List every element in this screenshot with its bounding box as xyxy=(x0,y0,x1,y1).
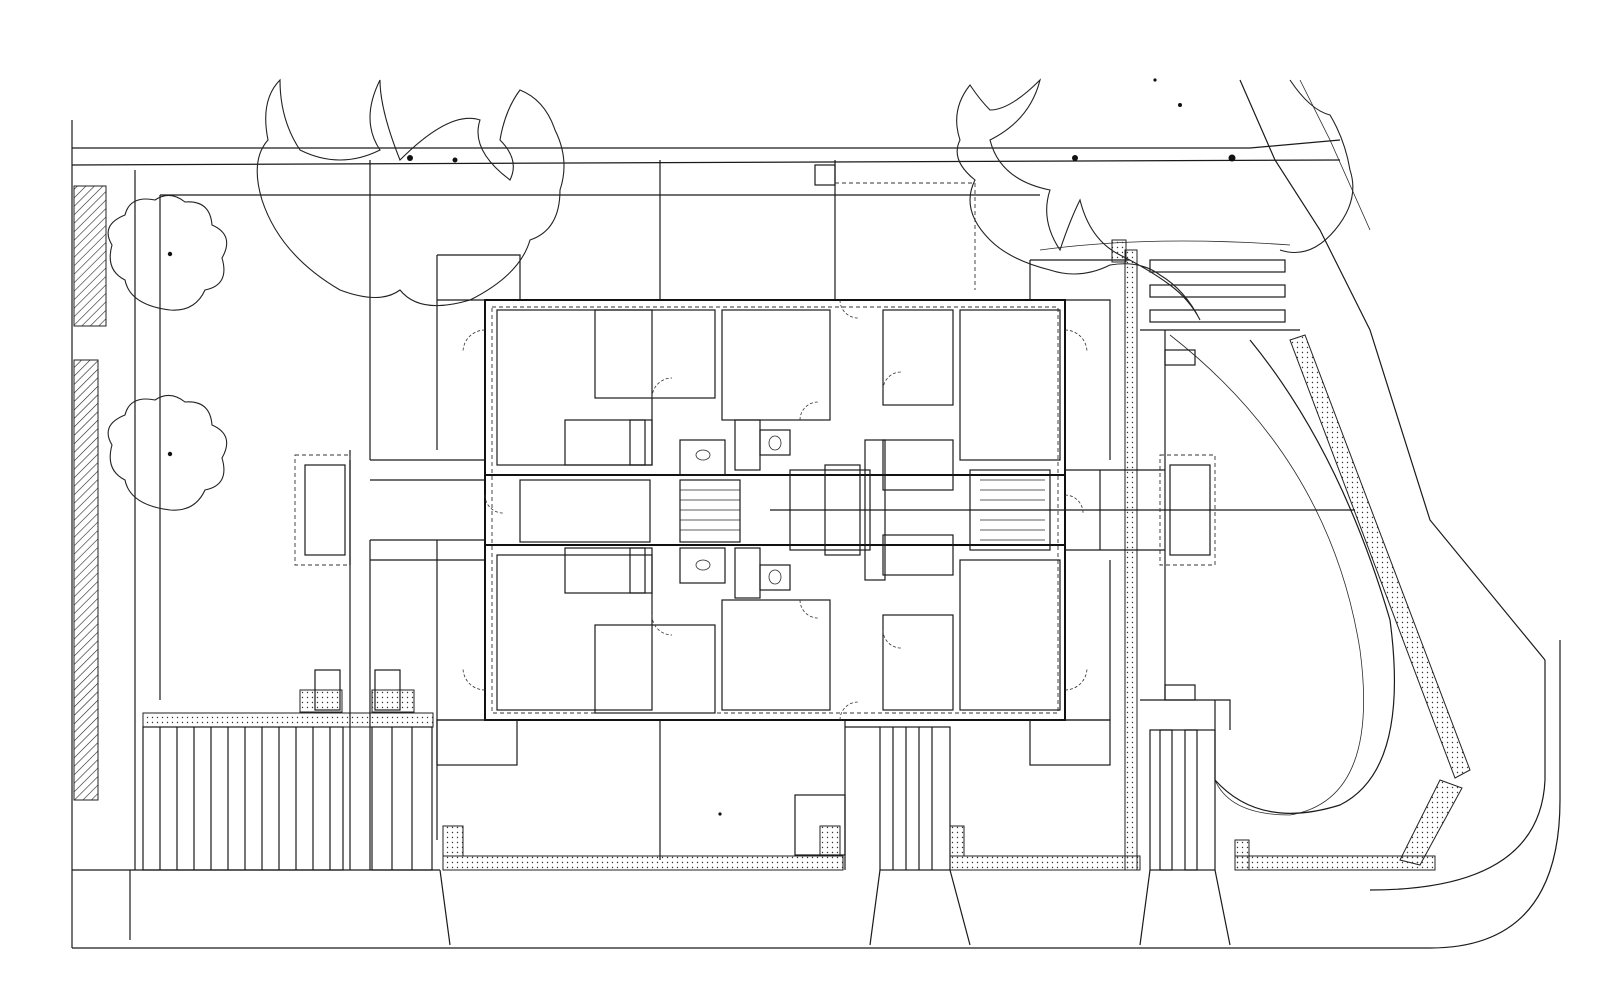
parking-stalls-middle xyxy=(845,726,951,871)
tree-upper-left xyxy=(107,194,228,311)
tree-right-corner xyxy=(1279,79,1354,254)
hatched-strip-upper xyxy=(73,185,107,327)
tree-lower-left xyxy=(107,394,228,511)
paving-strips xyxy=(142,239,1471,871)
tree-right-top xyxy=(956,78,1236,321)
parking-stalls-left xyxy=(142,726,433,871)
survey-point-top xyxy=(1153,78,1157,82)
survey-point xyxy=(718,812,722,816)
entrance-wing-right xyxy=(1065,349,1216,701)
tree-large-top xyxy=(256,78,565,307)
entrance-wing-left xyxy=(294,454,485,711)
building-footprint xyxy=(436,299,1355,856)
parking-stalls-right xyxy=(1140,699,1231,871)
hatched-strip-lower xyxy=(73,359,99,801)
plot-lines xyxy=(129,160,1395,946)
street-boundary xyxy=(71,79,1561,949)
